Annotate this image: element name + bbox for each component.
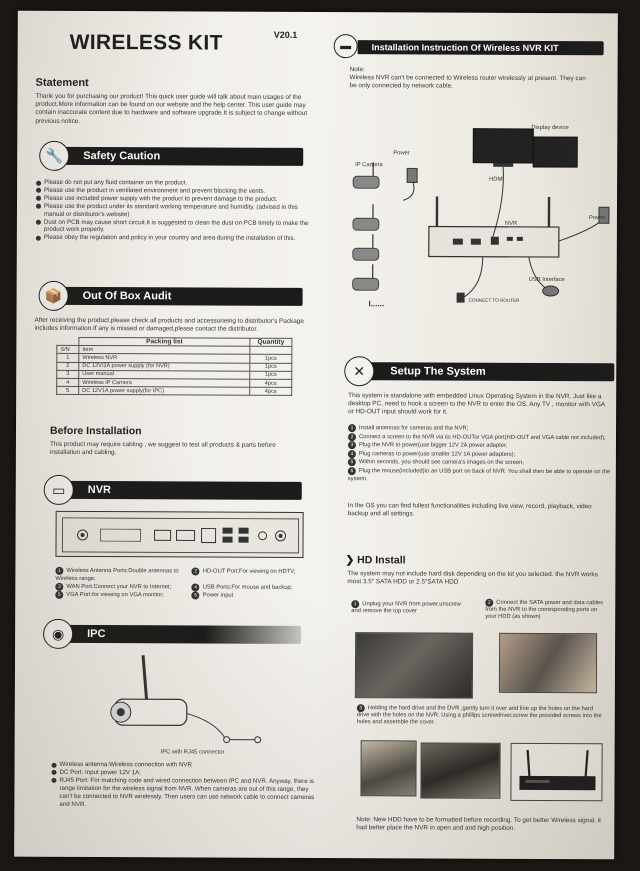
hd-photo-3 [360, 740, 417, 797]
hd-heading: ❯ HD Install [345, 554, 406, 567]
setup-bar: Setup The System [366, 362, 615, 382]
label-dots: I...... [368, 299, 385, 309]
setup-text: This system is standalone with embedded … [348, 392, 605, 416]
label-usb: USB Interface [528, 276, 565, 284]
legend-text: USB Ports:For mouse and backup; [202, 584, 293, 591]
connection-diagram [352, 128, 610, 303]
hd-photo-5 [510, 742, 603, 802]
legend-text: Power input [202, 592, 234, 599]
audit-bar: Out Of Box Audit [56, 286, 303, 306]
ipc-list: Wireless antenna:Wireless connection wit… [50, 761, 318, 810]
nvr-icon: ▭ [43, 474, 74, 505]
label-power-left: Power [393, 150, 410, 157]
hd-text: The system may not include hard disk dep… [347, 570, 598, 586]
before-install-text: This product may require cabling , we su… [49, 440, 276, 457]
step-text: Connect a screen to the NVR via its HD-O… [358, 433, 606, 441]
label-hdmi: HDMI [489, 176, 504, 183]
nvr-bar: NVR [61, 480, 302, 500]
step-text: Within seconds, you should see camera's … [358, 459, 525, 467]
label-power-right: Power [588, 215, 606, 222]
setup-heading: Setup The System [390, 365, 486, 378]
audit-text: After receiving the product,please check… [34, 316, 304, 333]
statement-heading: Statement [35, 76, 89, 90]
hd-photo-1 [354, 632, 474, 699]
setup-icon: ✕ [344, 356, 375, 387]
install-icon: ▬ [333, 34, 358, 59]
safety-icon: 🔧 [39, 140, 70, 171]
step-text: Plug the mouse(included)to an USB port o… [347, 468, 611, 482]
ipc-heading: IPC [87, 628, 106, 641]
manual-page: WIRELESS KIT V20.1 Statement Thank you f… [14, 10, 618, 860]
setup-footer: In the OS you can find fullest functiona… [347, 502, 592, 518]
ipc-icon: ◉ [43, 618, 74, 649]
safety-heading: Safety Caution [83, 149, 161, 163]
version: V20.1 [273, 29, 298, 40]
label-display: Display device [531, 124, 569, 132]
hd-photo-2 [498, 632, 598, 694]
legend-text: HD-OUT Port:For viewing on HDTV; [202, 568, 296, 575]
hd-photo-4 [420, 742, 501, 799]
label-nvr: NVR [504, 220, 518, 227]
nvr-product-image [519, 749, 596, 791]
label-ip-camera: IP Camera [355, 162, 383, 169]
nvr-ports-drawing [62, 517, 300, 554]
ipc-bar: IPC [61, 624, 302, 644]
statement-text: Thank you for purchasing our product! Th… [35, 92, 308, 125]
step-text: Plug cameras to power(use smaller 12V 1A… [358, 450, 516, 458]
audit-heading: Out Of Box Audit [82, 289, 172, 303]
hd-note: Note: New HDD have to be formatted befor… [356, 816, 601, 833]
before-install-heading: Before Installation [49, 424, 142, 438]
label-connect: CONNECT TO ROUTER [468, 297, 520, 303]
ipc-caption: IPC with RJ45 connector [160, 749, 225, 756]
col-sn: S/N [56, 345, 79, 354]
box-icon: 📦 [38, 280, 69, 311]
list-item: Dust on PCB may cause short circuit.It i… [35, 218, 317, 235]
install-bar: Installation Instruction Of Wireless NVR… [357, 40, 604, 56]
legend-text: Wireless Antenna Ports:Double antennas t… [55, 567, 179, 583]
step-text: Install antennas for cameras and the NVR… [359, 425, 469, 432]
list-item: Please obey the regulation and policy in… [35, 234, 317, 243]
legend-text: VGA Port:for viewing on VGA monitor; [66, 591, 164, 599]
list-item: Please use the product under its standar… [35, 202, 317, 219]
legend-text: WAN Port:Connect your NVR to Internet; [66, 583, 172, 591]
step-text: Plug the NVR to power(use bigger 12V 2A … [358, 442, 508, 450]
title: WIRELESS KIT [69, 30, 223, 55]
list-item: RJ45 Port: For matching code and wired c… [50, 777, 318, 810]
nvr-heading: NVR [87, 484, 112, 497]
install-note: Wireless NVR can't be connected to Wirel… [349, 74, 586, 90]
safety-bar: Safety Caution [57, 146, 304, 166]
install-heading: Installation Instruction Of Wireless NVR… [371, 42, 559, 54]
safety-list: Please do not put any fluid container on… [35, 179, 317, 243]
col-qty: Quantity [249, 338, 292, 347]
ipc-camera-drawing [110, 655, 262, 744]
nvr-rear-panel [55, 510, 304, 558]
